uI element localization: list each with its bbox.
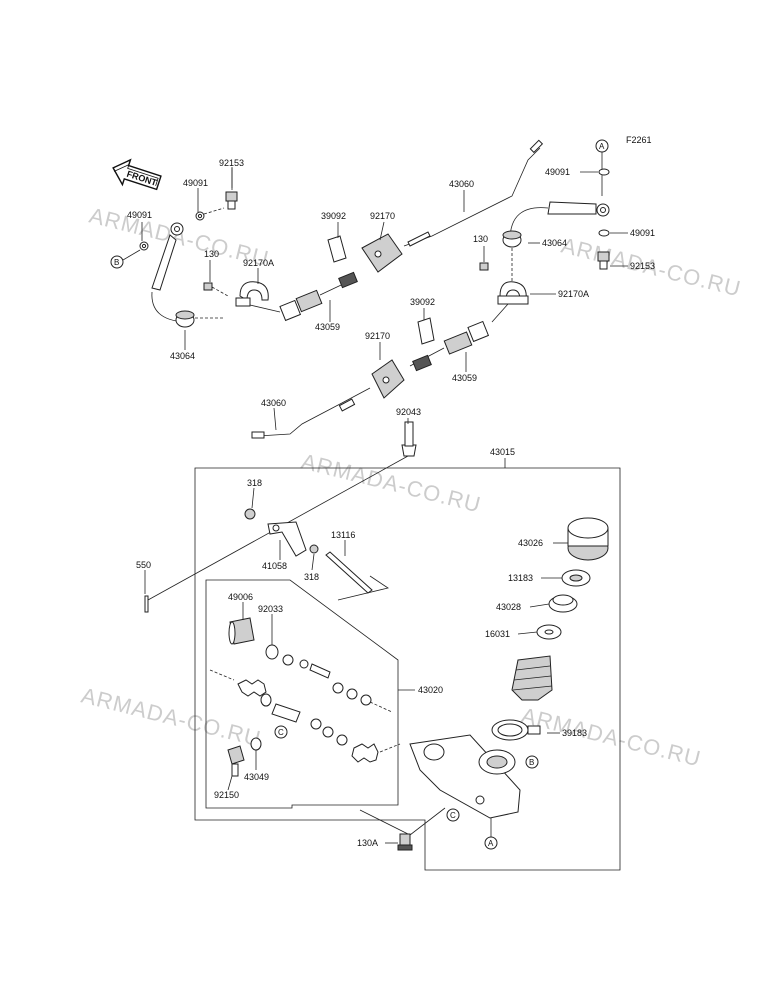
part-label: 43015 xyxy=(490,447,515,457)
ref-circle-b: B xyxy=(114,258,119,267)
ref-circle-a: A xyxy=(599,142,605,151)
part-label: 49091 xyxy=(630,228,655,238)
watermarks: ARMADA-CO.RU ARMADA-CO.RU ARMADA-CO.RU A… xyxy=(79,203,744,772)
part-label: 41058 xyxy=(262,561,287,571)
part-label: 550 xyxy=(136,560,151,570)
ref-circle-c: C xyxy=(450,811,456,820)
part-label: 130 xyxy=(204,249,219,259)
part-label: 318 xyxy=(247,478,262,488)
part-label: 92170 xyxy=(370,211,395,221)
part-label: 13183 xyxy=(508,573,533,583)
master-cylinder-box: B A C xyxy=(144,458,621,871)
part-label: 43028 xyxy=(496,602,521,612)
part-label: 130 xyxy=(473,234,488,244)
part-label: 49091 xyxy=(545,167,570,177)
ref-circle-b: B xyxy=(529,758,534,767)
part-label: 39183 xyxy=(562,728,587,738)
part-label: 130A xyxy=(357,838,378,848)
part-label: 13116 xyxy=(331,530,355,540)
right-hose-assembly: A xyxy=(479,139,610,323)
part-label: 43020 xyxy=(418,685,443,695)
front-arrow-icon: FRONT xyxy=(112,158,162,191)
reference-code: F2261 xyxy=(626,135,652,145)
ref-circle-a: A xyxy=(488,839,494,848)
left-hose-assembly xyxy=(139,139,544,328)
part-label: 39092 xyxy=(410,297,435,307)
middle-slave-assembly xyxy=(147,317,490,601)
leader-lines xyxy=(141,168,628,844)
part-label: 43060 xyxy=(261,398,286,408)
part-label: 43059 xyxy=(452,373,477,383)
part-label: 49006 xyxy=(228,592,253,602)
part-label: 92153 xyxy=(219,158,244,168)
part-label: 49091 xyxy=(127,210,152,220)
part-label: 92170A xyxy=(243,258,274,268)
part-label: 92153 xyxy=(630,261,655,271)
part-labels: 92153 49091 49091 B 130 92170A 43064 390… xyxy=(110,158,655,848)
part-label: 16031 xyxy=(485,629,510,639)
part-label: 43059 xyxy=(315,322,340,332)
part-label: 92150 xyxy=(214,790,239,800)
part-label: 43026 xyxy=(518,538,543,548)
watermark: ARMADA-CO.RU xyxy=(519,703,704,772)
part-label: 92170 xyxy=(365,331,390,341)
part-label: 318 xyxy=(304,572,319,582)
part-label: 92043 xyxy=(396,407,421,417)
part-label: 49091 xyxy=(183,178,208,188)
part-label: 92170A xyxy=(558,289,589,299)
part-label: 92033 xyxy=(258,604,283,614)
part-label: 39092 xyxy=(321,211,346,221)
part-label: 43060 xyxy=(449,179,474,189)
watermark: ARMADA-CO.RU xyxy=(79,683,264,752)
watermark: ARMADA-CO.RU xyxy=(299,449,484,518)
part-label: 43064 xyxy=(170,351,195,361)
part-label: 43064 xyxy=(542,238,567,248)
part-label: 43049 xyxy=(244,772,269,782)
ref-circle-c: C xyxy=(278,728,284,737)
